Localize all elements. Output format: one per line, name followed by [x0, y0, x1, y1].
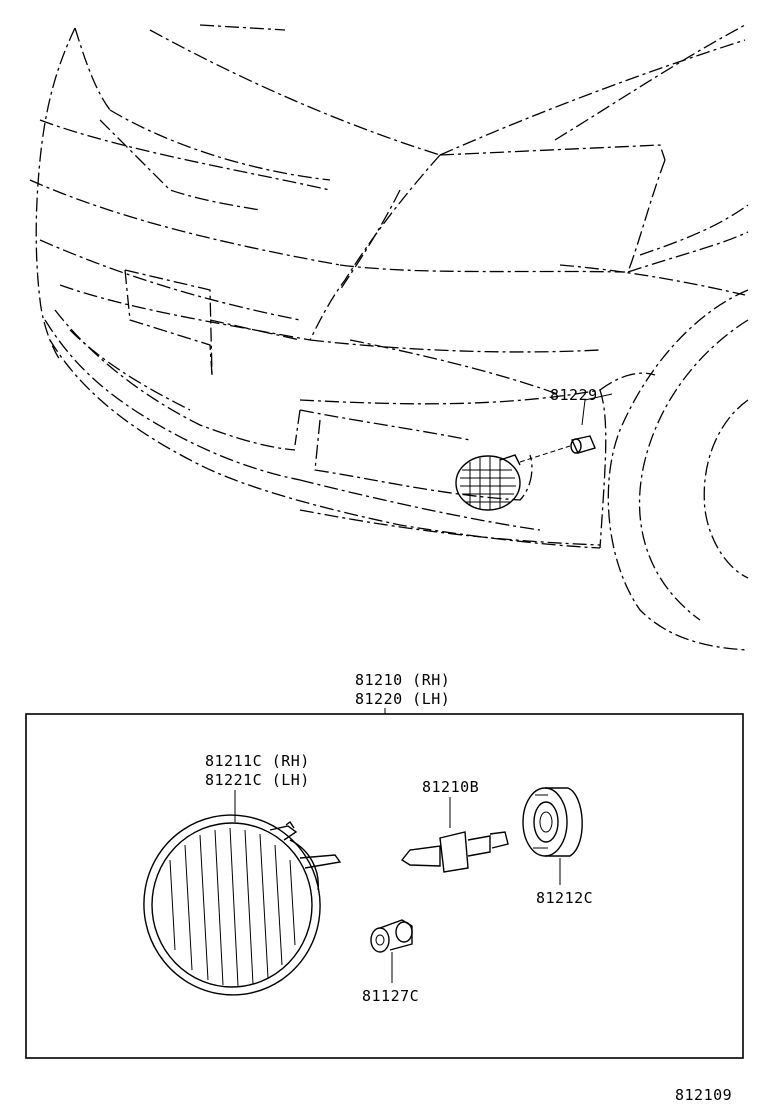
label-assembly-lh: 81220 (LH): [355, 690, 450, 708]
assembly-frame: [25, 713, 744, 1059]
vehicle-outline: [29, 24, 749, 651]
fog-lamp-unit-drawing: [143, 814, 342, 996]
label-unit-rh: 81211C (RH): [205, 752, 310, 770]
figure-number: 812109: [675, 1086, 732, 1104]
installed-fog-lamp: [455, 454, 521, 511]
label-81229: 81229: [550, 386, 598, 404]
label-clip: 81127C: [362, 987, 419, 1005]
label-unit-lh: 81221C (LH): [205, 771, 310, 789]
label-socket-cover: 81212C: [536, 889, 593, 907]
pin-81229-drawing: [519, 393, 613, 463]
bulb-drawing: [400, 831, 509, 873]
clip-drawing: [370, 919, 413, 953]
label-assembly-rh: 81210 (RH): [355, 671, 450, 689]
label-bulb: 81210B: [422, 778, 479, 796]
socket-cover-drawing: [522, 787, 583, 857]
